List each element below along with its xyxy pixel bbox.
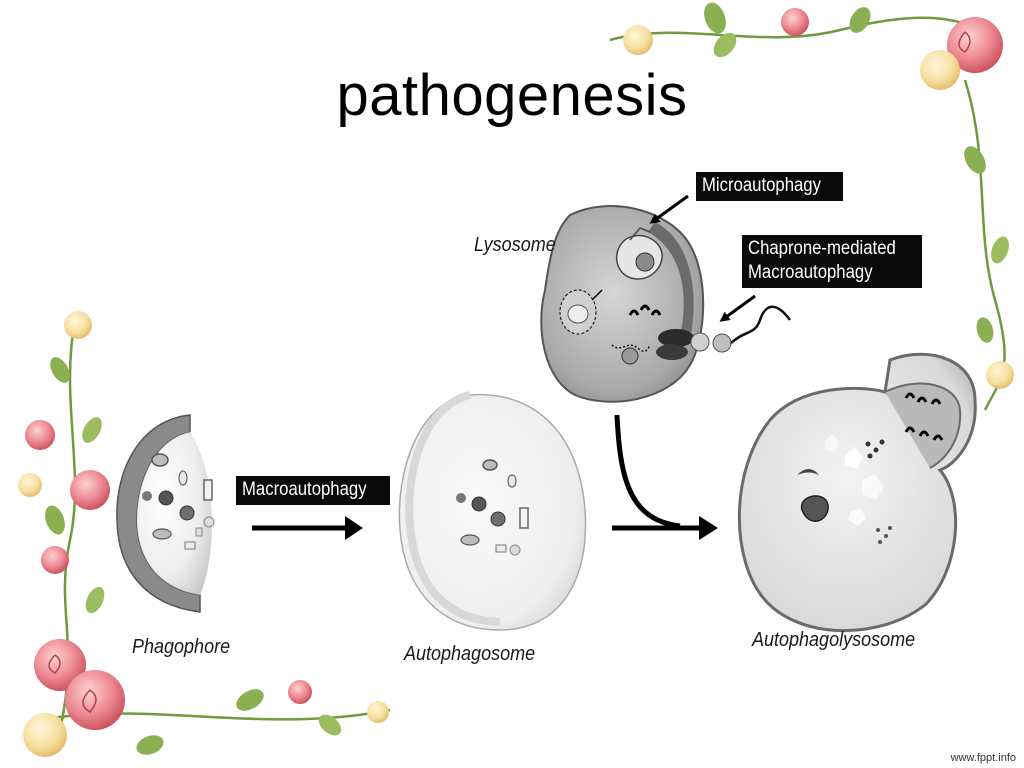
rose-icon (65, 670, 125, 730)
rose-icon (623, 25, 653, 55)
autophagolysosome (737, 352, 977, 633)
microautophagy-label: Microautophagy (696, 172, 844, 201)
phagophore (116, 414, 215, 613)
right-arrow-icon (699, 516, 718, 540)
rose-icon (18, 473, 42, 497)
rose-icon (64, 311, 92, 339)
autophagolysosome-caption: Autophagolysosome (752, 629, 916, 651)
phagophore-caption: Phagophore (132, 636, 231, 658)
chaperone-mediated-label: Chaprone-mediated Macroautophagy (742, 235, 922, 288)
rose-icon (25, 420, 55, 450)
lysosome (540, 205, 791, 403)
rose-icon (986, 361, 1014, 389)
lysosome-caption: Lysosome (474, 234, 556, 256)
right-arrow-icon (345, 516, 363, 540)
footer-url: www.fppt.info (950, 752, 1016, 764)
rose-icon (41, 546, 69, 574)
autophagosome (398, 391, 587, 631)
rose-icon (70, 470, 110, 510)
floral-border-bottom-left (18, 311, 391, 757)
rose-icon (23, 713, 67, 757)
rose-icon (781, 8, 809, 36)
macroautophagy-label: Macroautophagy (236, 476, 390, 505)
rose-icon (367, 701, 389, 723)
floral-border-top-right (609, 2, 1014, 411)
rose-icon (288, 680, 312, 704)
slide-title: pathogenesis (336, 63, 688, 128)
autophagosome-caption: Autophagosome (404, 643, 536, 665)
rose-icon (920, 50, 960, 90)
rose-icon (947, 17, 1003, 73)
